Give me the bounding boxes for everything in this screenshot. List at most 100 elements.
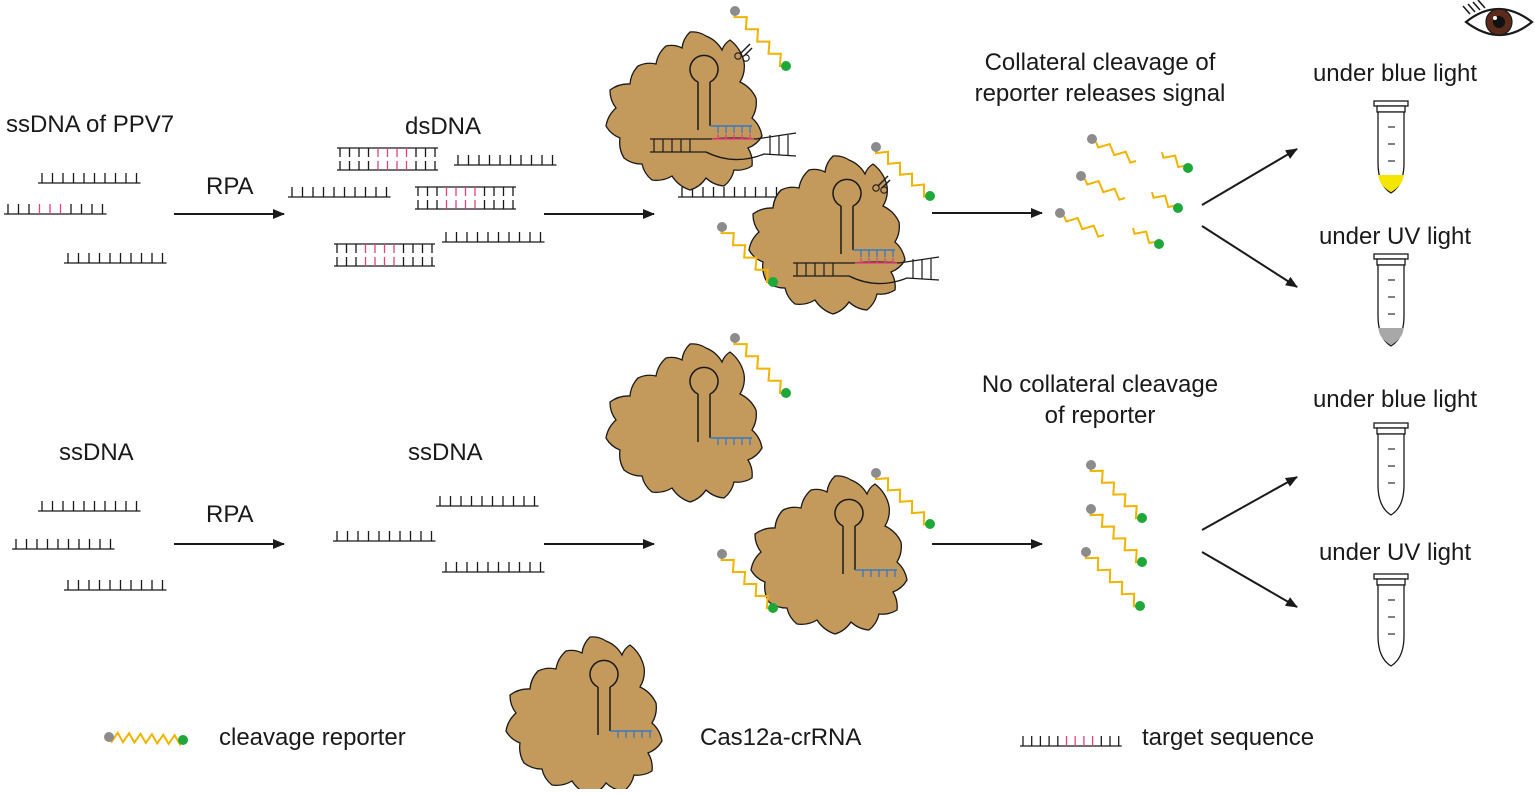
tube-cap [1373, 100, 1409, 107]
crRNA-hairpin [832, 178, 862, 254]
fluorophore-dot [1135, 601, 1145, 611]
quencher-dot [1076, 171, 1086, 181]
bottom-reporter-1 [730, 333, 791, 398]
quencher-dot [871, 142, 881, 152]
bottom-cas12a-1 [605, 343, 763, 503]
bottom-product-ss-2 [333, 531, 436, 542]
bottom-product-label: ssDNA [408, 439, 483, 466]
legend-target-label: target sequence [1142, 724, 1315, 751]
quencher-dot [1087, 134, 1097, 144]
tube-cap [1373, 422, 1409, 429]
quencher-dot [717, 222, 727, 232]
top-input-label: ssDNA of PPV7 [6, 111, 175, 138]
eye-lash [1472, 1, 1481, 11]
top-input-strand-2 [4, 204, 107, 215]
fluorophore-dot [768, 603, 778, 613]
quencher-dot [730, 333, 740, 343]
top-dsdna-2 [415, 186, 516, 210]
fluorophore-dot [1137, 557, 1147, 567]
crRNA-spacer [710, 437, 752, 445]
top-tube-uv [1373, 253, 1409, 347]
fluorophore-dot [1173, 203, 1183, 213]
crRNA-hairpin [834, 498, 864, 574]
legend-reporter-label: cleavage reporter [219, 724, 406, 751]
bottom-product-ss-1 [436, 496, 539, 507]
fluorophore-dot [178, 735, 188, 745]
cas12a-protein [605, 343, 763, 503]
quencher-dot [730, 6, 740, 16]
top-scissors-1 [734, 43, 753, 62]
tube-liquid [1378, 175, 1404, 192]
fluorophore-dot [925, 519, 935, 529]
top-readout-blue-label: under blue light [1312, 60, 1478, 87]
bottom-result-label-line1: No collateral cleavage [981, 371, 1219, 398]
top-product-ss-2 [288, 187, 391, 198]
tube-body [1377, 433, 1405, 516]
legend-target-symbol [1020, 736, 1122, 747]
fluorophore-dot [781, 388, 791, 398]
top-readout-arrow-blue [1201, 148, 1298, 206]
top-cas12a-1 [605, 31, 797, 191]
bottom-input-label: ssDNA [59, 439, 134, 466]
bound-target-dna [650, 132, 797, 161]
top-reporter-2 [871, 142, 935, 201]
bound-target-dna [793, 256, 940, 285]
crRNA-spacer [610, 730, 652, 738]
tube-cap [1373, 573, 1409, 580]
top-cas-ss-strand [678, 187, 781, 198]
crRNA-hairpin [589, 659, 619, 735]
bottom-tube-uv [1373, 573, 1409, 667]
fluorophore-dot [1137, 513, 1147, 523]
bottom-rpa-label: RPA [206, 501, 254, 528]
top-result-label-line1: Collateral cleavage of [984, 49, 1216, 76]
tube-body [1377, 111, 1405, 194]
top-cas12a-2 [748, 155, 940, 315]
top-product-label: dsDNA [405, 113, 482, 140]
quencher-dot [104, 732, 114, 742]
quencher-dot [717, 549, 727, 559]
quencher-dot [1081, 547, 1091, 557]
bottom-readout-arrow-uv [1201, 551, 1298, 608]
top-cleaved-quencher-2 [1076, 171, 1126, 201]
tube-cap [1373, 253, 1409, 260]
fluorophore-dot [1183, 163, 1193, 173]
eye-icon [1462, 0, 1534, 36]
cas12a-protein [505, 636, 663, 794]
top-cleaved-fluorophore-1 [1161, 151, 1193, 173]
fluorophore-dot [781, 61, 791, 71]
legend-reporter-symbol [104, 730, 188, 747]
bottom-input-strand-2 [12, 539, 115, 550]
bottom-readout-uv-label: under UV light [1318, 539, 1472, 566]
eye-lash [1462, 5, 1471, 15]
eye-lash [1477, 0, 1486, 9]
tube-liquid [1378, 328, 1404, 345]
crRNA-spacer [710, 125, 752, 133]
fluorophore-dot [925, 191, 935, 201]
bottom-readout-arrow-blue [1201, 476, 1298, 531]
fluorophore-dot [768, 277, 778, 287]
legend-cas12a-symbol [505, 636, 663, 794]
top-result-label-line2: reporter releases signal [974, 80, 1226, 107]
eye-lash [1467, 3, 1476, 13]
quencher-dot [1086, 460, 1096, 470]
quencher-dot [1055, 208, 1065, 218]
bottom-intact-reporter-1 [1086, 460, 1147, 523]
bottom-readout-blue-label: under blue light [1312, 386, 1478, 413]
top-tube-blue [1373, 100, 1409, 194]
bottom-input-strand-1 [38, 501, 141, 512]
top-reporter-3 [717, 222, 778, 287]
bottom-cas12a-2 [750, 475, 908, 635]
top-readout-arrow-uv [1201, 225, 1298, 288]
top-product-ss-1 [454, 155, 557, 166]
legend-cas-label: Cas12a-crRNA [700, 724, 862, 751]
top-rpa-label: RPA [206, 173, 254, 200]
bottom-result-label-line2: of reporter [1044, 402, 1156, 429]
tube-body [1377, 264, 1405, 347]
bottom-product-ss-3 [442, 562, 545, 573]
top-cleaved-fluorophore-2 [1151, 191, 1183, 213]
top-readout-uv-label: under UV light [1318, 223, 1472, 250]
bottom-reporter-3 [717, 549, 778, 613]
tube-body [1377, 584, 1405, 667]
crRNA-spacer [853, 249, 895, 257]
